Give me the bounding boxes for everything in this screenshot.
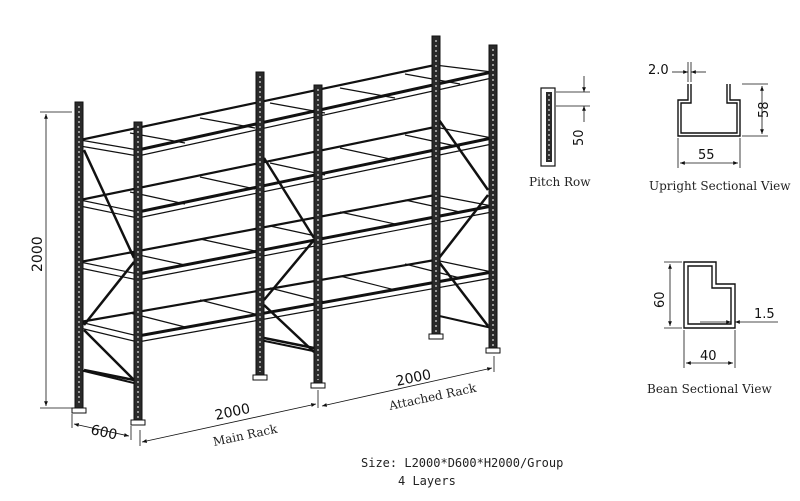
dimension-lines	[40, 111, 495, 446]
upright-height-dimension: 58	[757, 101, 772, 118]
attached-length-dimension-label: 2000	[395, 367, 433, 390]
upright-section-label: Upright Sectional View	[649, 179, 791, 193]
rack-structure	[71, 35, 501, 426]
height-dimension-label: 2000	[30, 236, 46, 272]
pitch-row-label: Pitch Row	[529, 175, 591, 189]
upright-thickness-dimension: 2.0	[648, 63, 669, 78]
depth-dimension-label: 600	[89, 422, 118, 443]
upright-width-dimension: 55	[698, 148, 715, 163]
pitch-row-detail	[540, 76, 590, 167]
size-spec-text: Size: L2000*D600*H2000/Group	[361, 456, 563, 470]
pitch-row-dimension: 50	[572, 129, 587, 146]
beam-section-label: Bean Sectional View	[647, 382, 772, 396]
beam-thickness-dimension: 1.5	[754, 307, 775, 322]
beam-height-dimension: 60	[653, 291, 668, 308]
beam-section-detail	[664, 261, 778, 368]
layers-spec-text: 4 Layers	[398, 474, 456, 488]
frame-bracing	[82, 119, 490, 382]
main-length-dimension-label: 2000	[214, 401, 252, 424]
beam-width-dimension: 40	[700, 349, 717, 364]
foot-plates	[71, 333, 501, 426]
upright-section-detail	[672, 62, 768, 168]
upright-holes	[78, 40, 494, 418]
main-rack-label: Main Rack	[212, 422, 279, 449]
